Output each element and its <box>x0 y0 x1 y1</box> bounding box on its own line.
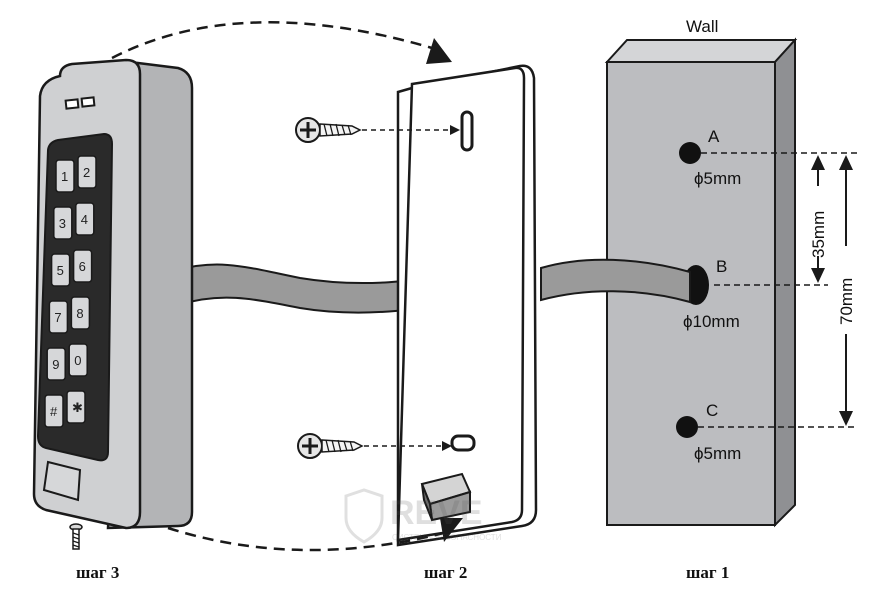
hole-a-label: A <box>708 127 720 146</box>
watermark: REVE СИСТЕМЫ БЕЗОПАСНОСТИ <box>344 488 502 544</box>
watermark-brand: REVE <box>390 494 483 532</box>
watermark-tagline: СИСТЕМЫ БЕЗОПАСНОСТИ <box>392 533 502 542</box>
keypad-key <box>46 347 66 381</box>
keypad-key <box>68 343 88 377</box>
hole-b-label: B <box>716 257 727 276</box>
back-plate-face <box>396 66 526 542</box>
keypad-key-label: 9 <box>52 357 59 372</box>
top-curved-arrowhead <box>426 38 452 64</box>
watermark-shield-icon <box>344 488 384 544</box>
clip-tab <box>420 472 472 522</box>
dimension-70mm-label: 70mm <box>837 278 856 325</box>
keypad-key <box>55 159 75 193</box>
wall-top-face <box>604 39 798 63</box>
wall-side-face <box>774 37 796 528</box>
step-1-label: шаг 1 <box>686 563 729 582</box>
back-plate <box>396 64 538 547</box>
keypad-key <box>53 206 73 240</box>
upper-screw <box>295 117 362 143</box>
keypad-key <box>77 155 97 189</box>
keypad-key-label: 3 <box>59 216 66 231</box>
keypad-key <box>72 249 93 283</box>
keypad-key <box>70 296 91 330</box>
keypad-key-label: 2 <box>83 165 90 180</box>
keypad-key <box>50 253 71 287</box>
step-2-label: шаг 2 <box>424 563 467 582</box>
keypad-key-label: 6 <box>79 259 86 274</box>
hole-a-diameter: ϕ5mm <box>694 169 741 188</box>
keypad-key-label: 4 <box>81 212 88 227</box>
hole-a <box>679 142 701 164</box>
bottom-curved-arrowhead <box>440 518 463 542</box>
dimension-guides <box>698 152 858 428</box>
keypad-key <box>66 390 86 424</box>
keypad-key-label: 8 <box>76 306 83 321</box>
dimension-35mm-label: 35mm <box>809 211 828 258</box>
keypad-key <box>75 202 95 236</box>
bottom-screw <box>69 523 83 550</box>
keypad-key <box>44 394 64 428</box>
keypad-key-label: 1 <box>61 169 68 184</box>
hole-c-diameter: ϕ5mm <box>694 444 741 463</box>
keypad-key-label: # <box>50 404 58 419</box>
lower-screw-arrowhead <box>442 441 452 451</box>
card-reader-window <box>42 460 82 502</box>
keypad-key-label: 0 <box>74 353 81 368</box>
dimension-70mm-arrow <box>839 155 853 426</box>
dimension-35mm-arrow <box>811 155 825 283</box>
top-curved-arrow <box>111 21 433 60</box>
keypad-key-label: 5 <box>57 263 64 278</box>
status-led-left <box>64 98 80 110</box>
keypad-key-label: ✱ <box>72 400 83 415</box>
keypad-key <box>48 300 69 334</box>
upper-mounting-slot <box>460 110 474 152</box>
keypad-key-label: 7 <box>54 310 61 325</box>
hole-c-label: C <box>706 401 718 420</box>
hole-c <box>676 416 698 438</box>
upper-screw-arrowhead <box>450 125 460 135</box>
step-3-label: шаг 3 <box>76 563 119 582</box>
hole-b-diameter: ϕ10mm <box>683 312 740 331</box>
lower-screw <box>297 433 364 459</box>
lower-mounting-slot <box>450 434 476 452</box>
status-led-right <box>80 96 96 108</box>
wall-label: Wall <box>686 17 718 36</box>
cable-segment-wall <box>540 258 691 304</box>
